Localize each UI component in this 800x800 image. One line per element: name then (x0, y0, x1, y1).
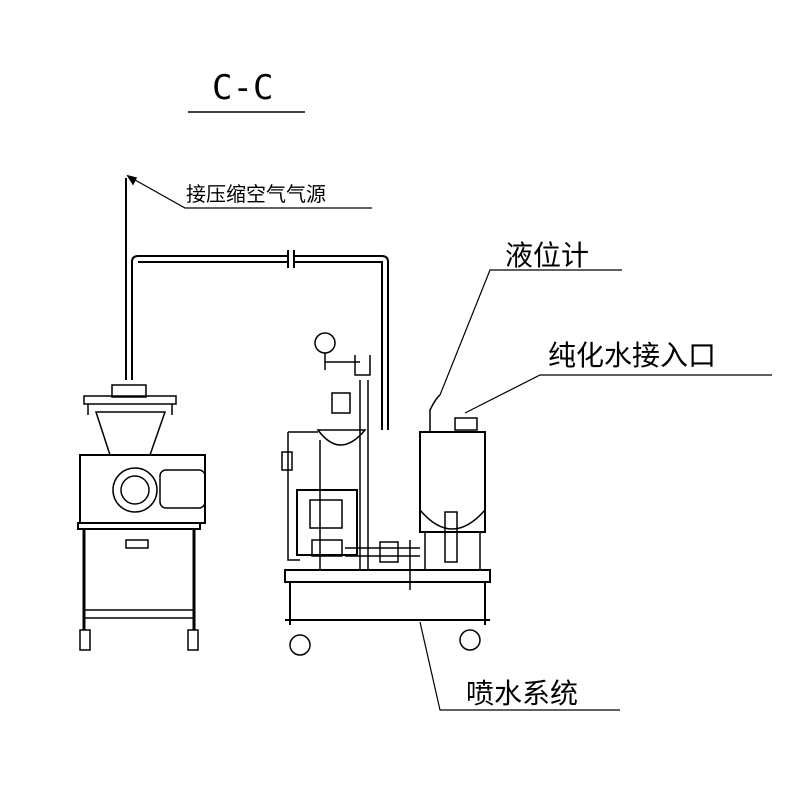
arrowhead (126, 174, 138, 186)
water-inlet-label: 纯化水接入口 (548, 339, 717, 372)
spray-system-leader (419, 621, 620, 711)
spray-system-label: 喷水系统 (466, 677, 579, 710)
level-gauge-leader (439, 269, 622, 396)
right-machine (281, 332, 491, 656)
left-machine (77, 384, 206, 651)
air-source-leader (127, 175, 372, 209)
air-source-label: 接压缩空气气源 (186, 182, 326, 206)
level-gauge-label: 液位计 (505, 239, 590, 272)
air-pipe (125, 178, 389, 430)
water-inlet-leader (464, 374, 772, 414)
section-title: C-C (212, 68, 274, 108)
